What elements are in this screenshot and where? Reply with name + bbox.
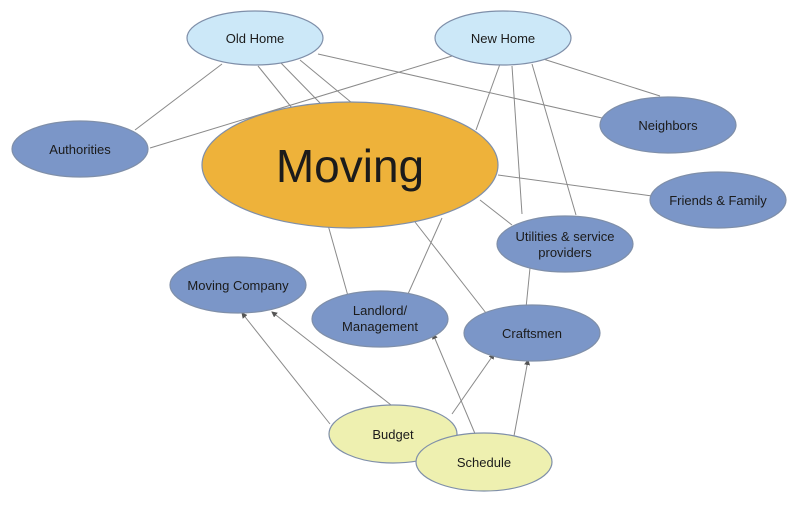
node-new-home: New Home <box>434 10 572 66</box>
node-craftsmen: Craftsmen <box>463 304 601 362</box>
edge-moving-craftsmen <box>414 221 487 314</box>
node-old-home-shape <box>186 10 324 66</box>
node-moving-shape <box>201 101 499 229</box>
node-craftsmen-shape <box>463 304 601 362</box>
node-old-home-label: Old Home <box>226 31 285 46</box>
node-landlord: Landlord/ Management <box>311 290 449 348</box>
edge-oldhome-moving-a <box>257 65 293 109</box>
edge-moving-friends <box>497 174 653 197</box>
node-new-home-label: New Home <box>471 31 535 46</box>
node-landlord-label-line2: Management <box>342 319 418 334</box>
edge-budget-craftsmen <box>451 353 495 415</box>
node-friends-family-label: Friends & Family <box>669 193 767 208</box>
edge-newhome-utilities-b <box>531 63 577 216</box>
node-schedule: Schedule <box>415 432 553 492</box>
node-moving-label: Moving <box>276 140 424 192</box>
node-friends-family: Friends & Family <box>649 171 787 229</box>
node-moving-company: Moving Company <box>169 256 307 314</box>
node-neighbors-shape <box>599 96 737 154</box>
node-landlord-shape <box>311 290 449 348</box>
node-new-home-shape <box>434 10 572 66</box>
connector-lines <box>134 53 661 438</box>
node-neighbors: Neighbors <box>599 96 737 154</box>
edge-utilities-craftsmen <box>525 267 531 309</box>
edge-moving-utilities <box>479 199 513 226</box>
node-schedule-shape <box>415 432 553 492</box>
edge-newhome-utilities <box>511 65 523 215</box>
node-friends-family-shape <box>649 171 787 229</box>
node-schedule-label: Schedule <box>457 455 511 470</box>
node-landlord-label-line1: Landlord/ <box>353 303 408 318</box>
node-old-home: Old Home <box>186 10 324 66</box>
node-authorities-shape <box>11 120 149 178</box>
node-moving-company-label: Moving Company <box>187 278 289 293</box>
node-craftsmen-label: Craftsmen <box>502 326 562 341</box>
edge-schedule-landlord <box>432 333 477 437</box>
node-utilities-shape <box>496 215 634 273</box>
edge-newhome-authorities <box>149 55 453 149</box>
edge-moving-landlord-b <box>407 217 443 295</box>
node-moving-company-shape <box>169 256 307 314</box>
edge-moving-landlord-a <box>327 224 349 297</box>
edge-schedule-craftsmen <box>513 359 531 437</box>
node-budget-label: Budget <box>372 427 414 442</box>
node-authorities-label: Authorities <box>49 142 111 157</box>
node-moving: Moving <box>201 101 499 229</box>
edge-oldhome-neighbors <box>317 53 603 119</box>
node-utilities: Utilities & service providers <box>496 215 634 273</box>
edge-oldhome-authorities <box>134 63 223 131</box>
node-utilities-label-line2: providers <box>538 245 592 260</box>
edge-oldhome-moving-c <box>299 59 353 104</box>
node-utilities-label-line1: Utilities & service <box>516 229 615 244</box>
edge-newhome-moving <box>475 63 501 131</box>
edge-oldhome-moving-b <box>279 61 323 106</box>
node-authorities: Authorities <box>11 120 149 178</box>
edge-budget-movingcompany <box>241 312 331 425</box>
node-neighbors-label: Neighbors <box>638 118 698 133</box>
edge-newhome-neighbors <box>539 57 661 97</box>
